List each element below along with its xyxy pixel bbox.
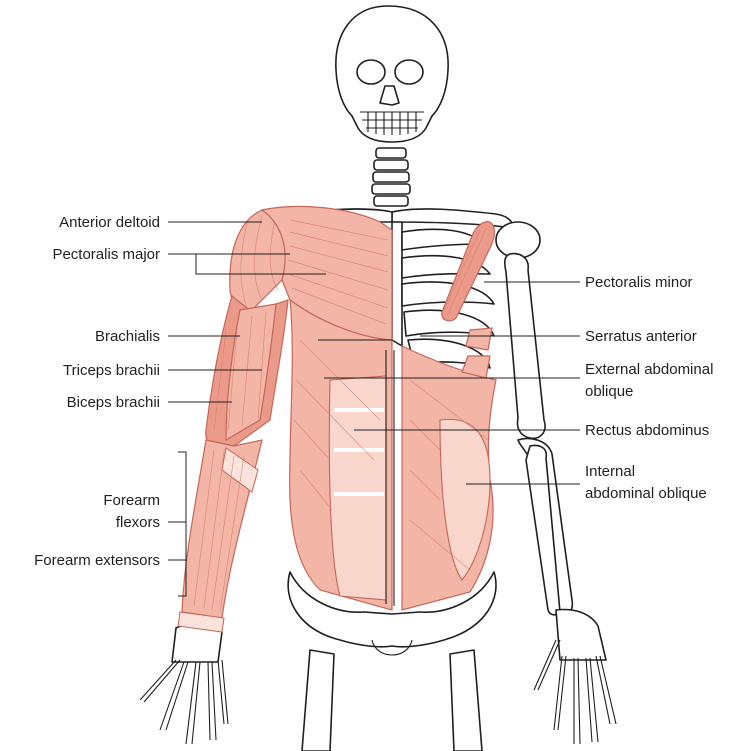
label-triceps-brachii: Triceps brachii [63, 362, 160, 379]
label-internal-oblique-line2: abdominal oblique [585, 485, 707, 502]
label-external-oblique-line2: oblique [585, 383, 633, 400]
label-forearm-flexors-line2: flexors [116, 514, 160, 531]
right-hand-skeleton [140, 623, 228, 744]
skull [336, 6, 448, 142]
label-serratus-anterior: Serratus anterior [585, 328, 697, 345]
label-anterior-deltoid: Anterior deltoid [59, 214, 160, 231]
label-external-oblique-line1: External abdominal [585, 361, 713, 378]
label-pectoralis-minor: Pectoralis minor [585, 274, 693, 291]
label-pectoralis-major: Pectoralis major [52, 246, 160, 263]
label-forearm-flexors-line1: Forearm [103, 492, 160, 509]
label-brachialis: Brachialis [95, 328, 160, 345]
label-forearm-extensors: Forearm extensors [34, 552, 160, 569]
label-internal-oblique-line1: Internal [585, 463, 635, 480]
label-rectus-abdominus: Rectus abdominus [585, 422, 709, 439]
label-biceps-brachii: Biceps brachii [67, 394, 160, 411]
cervical-spine [372, 148, 410, 206]
